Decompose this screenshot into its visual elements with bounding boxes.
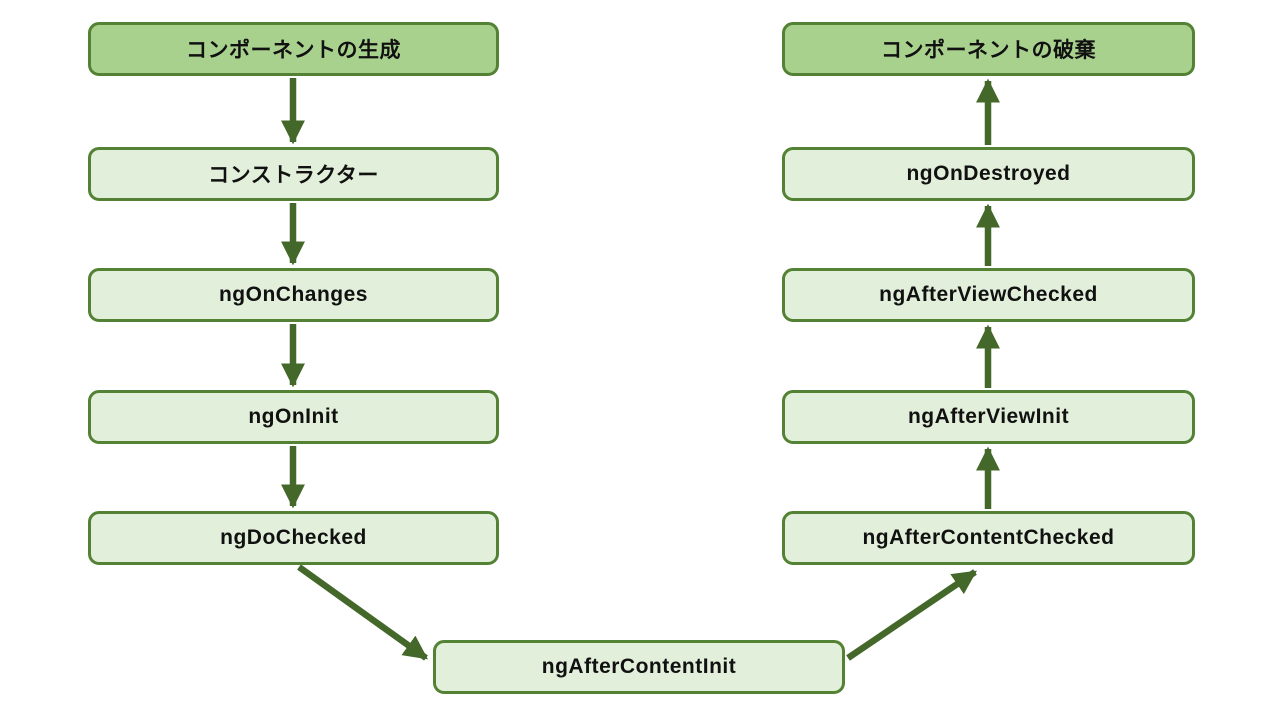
node-label: ngAfterContentInit bbox=[541, 655, 737, 678]
node-label: コンポーネントの破棄 bbox=[881, 39, 1096, 62]
node-label: ngOnChanges bbox=[218, 283, 368, 306]
node-constructor: コンストラクター bbox=[88, 147, 499, 201]
node-ngaftercontentchecked: ngAfterContentChecked bbox=[782, 511, 1195, 565]
node-ngaftercontentinit: ngAfterContentInit bbox=[433, 640, 845, 694]
node-ngonchanges: ngOnChanges bbox=[88, 268, 499, 322]
node-label: ngAfterViewChecked bbox=[879, 283, 1098, 306]
node-label: ngOnInit bbox=[248, 405, 339, 428]
node-ngafterviewchecked: ngAfterViewChecked bbox=[782, 268, 1195, 322]
arrow-ngaftercontentinit-to-ngaftercontentchecked bbox=[846, 569, 977, 661]
node-ngdochecked: ngDoChecked bbox=[88, 511, 499, 565]
node-component-creation: コンポーネントの生成 bbox=[88, 22, 499, 76]
arrow-ngdochecked-to-ngaftercontentinit bbox=[297, 564, 428, 661]
node-label: コンストラクター bbox=[208, 164, 379, 187]
node-label: ngAfterViewInit bbox=[907, 405, 1070, 428]
node-label: ngOnDestroyed bbox=[906, 162, 1071, 185]
node-label: コンポーネントの生成 bbox=[186, 39, 401, 62]
node-ngoninit: ngOnInit bbox=[88, 390, 499, 444]
node-component-destruction: コンポーネントの破棄 bbox=[782, 22, 1195, 76]
node-label: ngAfterContentChecked bbox=[862, 526, 1115, 549]
node-ngafterviewinit: ngAfterViewInit bbox=[782, 390, 1195, 444]
node-label: ngDoChecked bbox=[220, 526, 367, 549]
node-ngondestroyed: ngOnDestroyed bbox=[782, 147, 1195, 201]
